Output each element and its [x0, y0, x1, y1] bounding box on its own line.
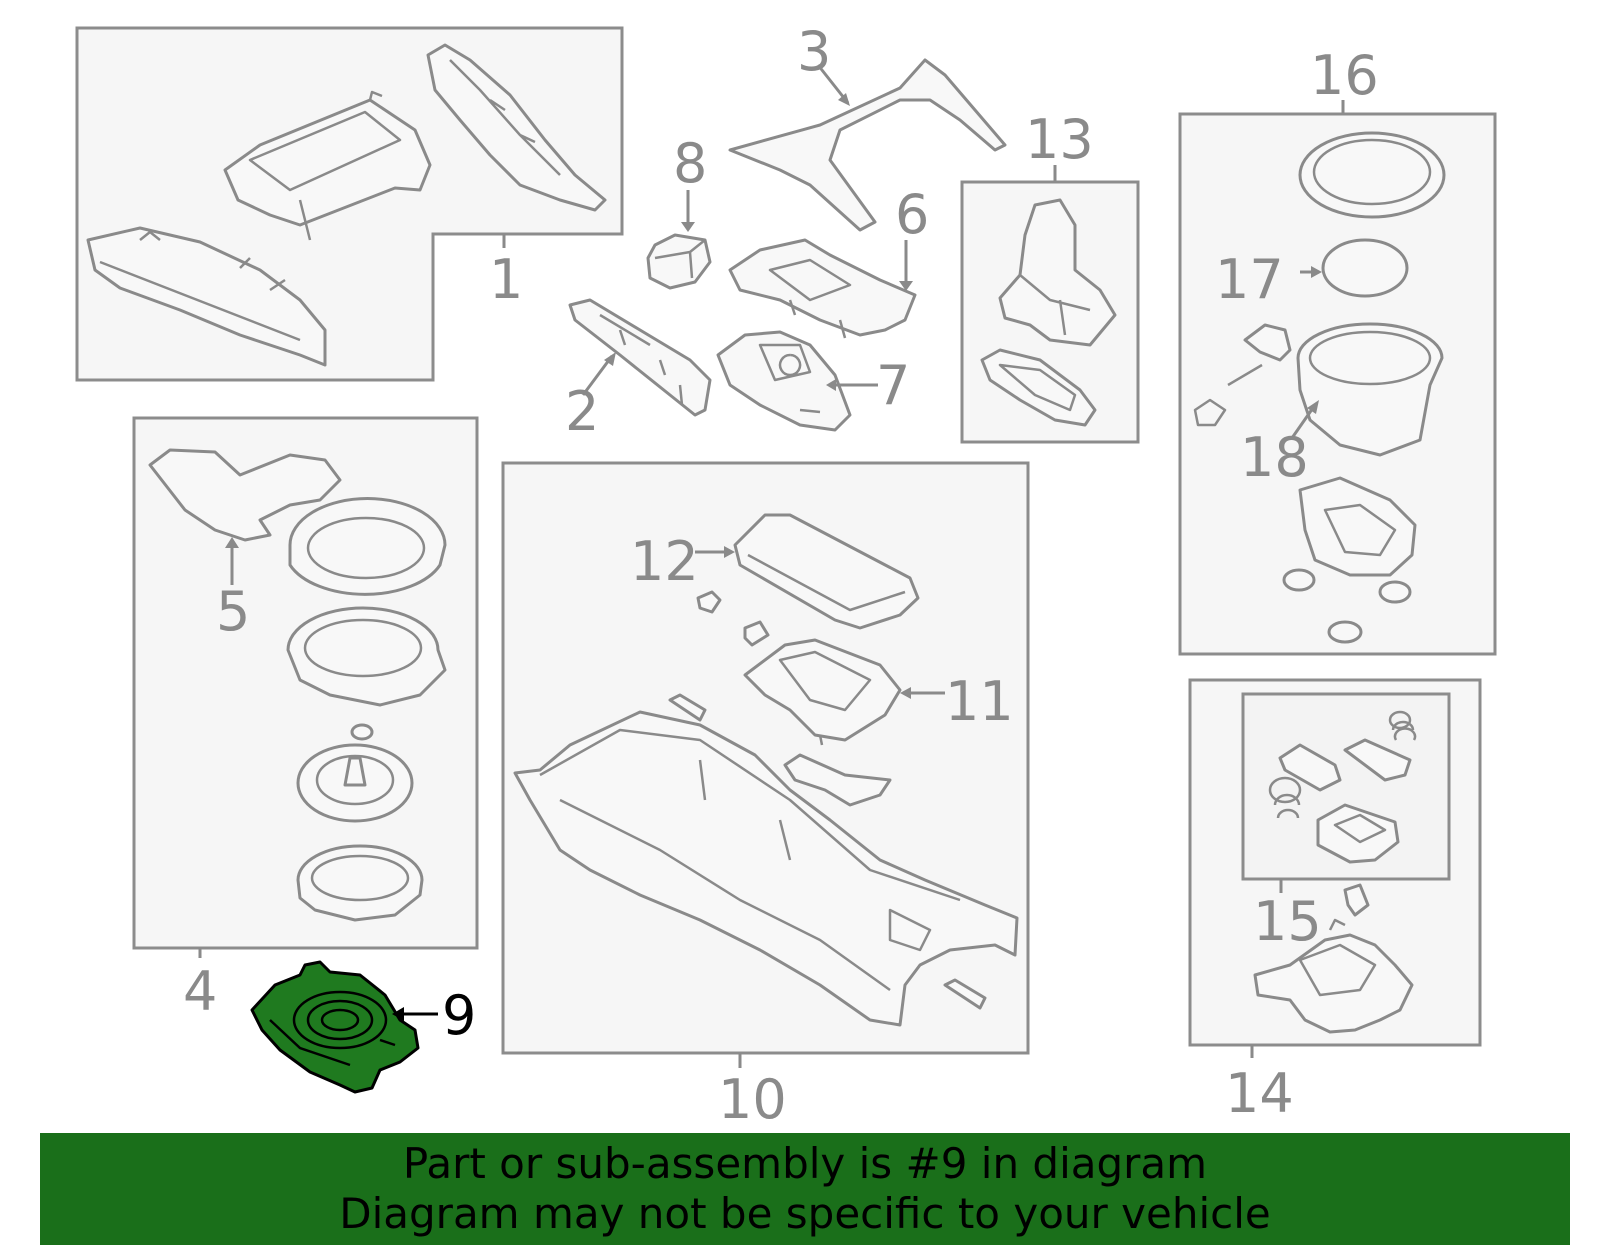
banner-line-1: Part or sub-assembly is #9 in diagram	[402, 1139, 1208, 1188]
info-banner: Part or sub-assembly is #9 in diagram Di…	[40, 1133, 1570, 1245]
callout-2: 2	[565, 380, 599, 443]
bracket-center	[223, 98, 432, 227]
part-18-cupholder	[1296, 322, 1444, 457]
ring-trim-2	[286, 606, 447, 707]
callout-12: 12	[630, 530, 699, 593]
part-14-bracket	[1253, 933, 1414, 1034]
console-strip	[943, 978, 987, 1010]
part-6-bezel	[728, 238, 917, 337]
part-9-shifter-housing	[250, 960, 420, 1094]
trim-panel-left	[86, 226, 327, 367]
part-17-cap	[1321, 238, 1409, 298]
grommet-a	[1282, 568, 1316, 592]
callout-18: 18	[1240, 426, 1309, 489]
part-3-trim	[728, 58, 1007, 232]
callout-3: 3	[797, 20, 831, 83]
latch-plate-a	[1278, 743, 1342, 792]
callout-9: 9	[442, 984, 476, 1047]
callout-14: 14	[1225, 1062, 1294, 1125]
small-clip-c	[1343, 883, 1370, 917]
callout-8: 8	[673, 132, 707, 195]
group-16: 16 17 18	[1178, 44, 1497, 656]
part-7-shifter-base	[716, 330, 852, 432]
grommet-b	[1378, 580, 1412, 604]
group-13: 13	[960, 108, 1140, 444]
cupholder-base	[1298, 476, 1417, 577]
part-10-console	[513, 710, 1019, 1027]
callout-10: 10	[718, 1068, 787, 1131]
callout-7: 7	[876, 354, 910, 417]
spring-icon	[1388, 710, 1417, 741]
part-9-highlight: 9	[250, 960, 476, 1094]
callout-4: 4	[183, 960, 217, 1023]
small-bar	[668, 693, 707, 722]
callout-1: 1	[489, 248, 523, 311]
group-10: 12 11 10	[501, 461, 1030, 1131]
callout-6: 6	[895, 183, 929, 246]
latch-plate-b	[1343, 738, 1412, 782]
group-4: 5 4	[132, 416, 479, 1023]
trim-panel-right	[426, 43, 607, 212]
latch-block	[1316, 803, 1400, 864]
bin-liner	[783, 753, 892, 807]
part-5-insulator	[148, 448, 342, 542]
cupholder-clip	[1243, 323, 1292, 362]
callout-11: 11	[945, 670, 1014, 733]
group-1: 1	[75, 26, 624, 382]
callout-16: 16	[1310, 44, 1379, 107]
banner-line-2: Diagram may not be specific to your vehi…	[339, 1189, 1271, 1238]
callout-13: 13	[1025, 108, 1094, 171]
grommet-c	[1327, 620, 1363, 644]
group-14: 15 14	[1188, 678, 1482, 1125]
coil-spring-icon	[1268, 776, 1302, 819]
ring-trim-3	[296, 844, 424, 922]
shift-boot-frame	[980, 348, 1097, 427]
small-clip-a	[696, 590, 722, 614]
small-nut	[350, 723, 374, 741]
callout-15: 15	[1253, 890, 1322, 953]
part-12-lid	[733, 513, 920, 630]
ring-trim-1	[288, 497, 447, 596]
small-clip-b	[743, 620, 770, 647]
loose-parts-top: 3 8 6 2 7	[565, 20, 1007, 443]
part-2-rail	[568, 298, 712, 417]
callout-5: 5	[216, 580, 250, 643]
callout-17: 17	[1215, 248, 1284, 311]
